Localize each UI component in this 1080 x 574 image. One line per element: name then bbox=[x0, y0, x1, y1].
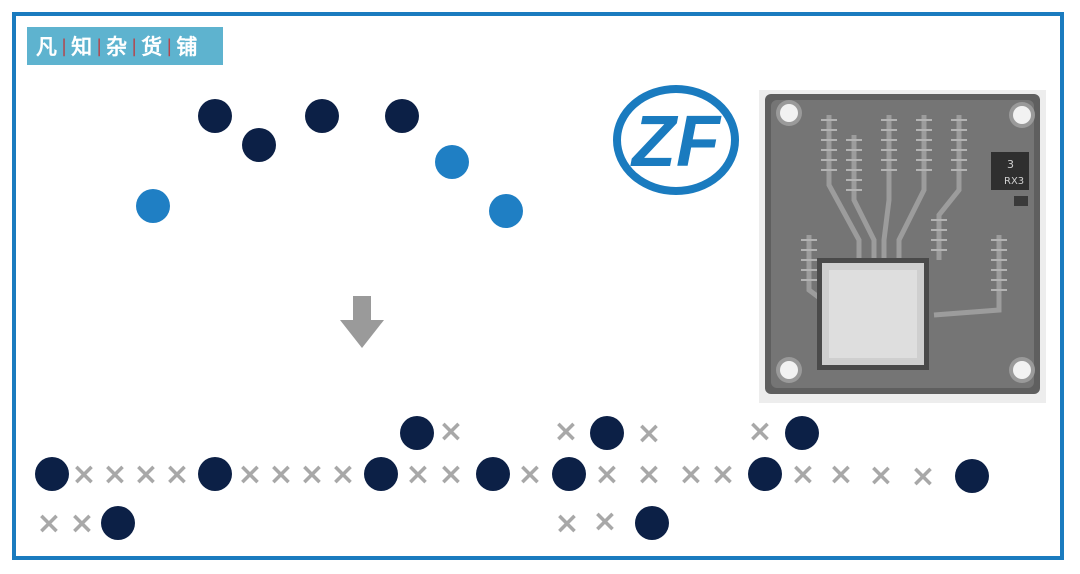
sparse-dot bbox=[364, 457, 398, 491]
empty-x-mark: × bbox=[710, 457, 736, 492]
array-dot bbox=[198, 99, 232, 133]
badge-char-3: 杂 bbox=[106, 35, 128, 59]
empty-x-mark: × bbox=[71, 457, 97, 492]
logo-text: ZF bbox=[630, 102, 722, 182]
empty-x-mark: × bbox=[36, 506, 62, 541]
sparse-dot bbox=[35, 457, 69, 491]
empty-x-mark: × bbox=[69, 506, 95, 541]
empty-x-mark: × bbox=[237, 457, 263, 492]
empty-x-mark: × bbox=[102, 457, 128, 492]
sparse-dot bbox=[101, 506, 135, 540]
empty-x-mark: × bbox=[268, 457, 294, 492]
array-dot bbox=[305, 99, 339, 133]
empty-x-mark: × bbox=[517, 457, 543, 492]
badge-char-2: 知 bbox=[71, 35, 93, 59]
empty-x-mark: × bbox=[828, 457, 854, 492]
zf-logo: ZF bbox=[613, 85, 739, 195]
empty-x-mark: × bbox=[678, 457, 704, 492]
empty-x-mark: × bbox=[405, 457, 431, 492]
array-dot bbox=[242, 128, 276, 162]
sparse-dot bbox=[476, 457, 510, 491]
empty-x-mark: × bbox=[133, 457, 159, 492]
brand-badge: 凡| 知| 杂| 货| 铺 bbox=[27, 27, 223, 65]
empty-x-mark: × bbox=[553, 414, 579, 449]
empty-x-mark: × bbox=[636, 457, 662, 492]
sparse-dot bbox=[635, 506, 669, 540]
sparse-dot bbox=[590, 416, 624, 450]
sparse-dot bbox=[785, 416, 819, 450]
radar-board-photo: 3 RX3 bbox=[759, 90, 1046, 403]
empty-x-mark: × bbox=[438, 414, 464, 449]
empty-x-mark: × bbox=[299, 457, 325, 492]
down-arrow-icon bbox=[340, 296, 384, 348]
border-frame bbox=[12, 12, 1064, 560]
empty-x-mark: × bbox=[594, 457, 620, 492]
photo-label-1: 3 bbox=[1007, 158, 1014, 171]
empty-x-mark: × bbox=[747, 414, 773, 449]
empty-x-mark: × bbox=[164, 457, 190, 492]
empty-x-mark: × bbox=[636, 416, 662, 451]
sparse-dot bbox=[955, 459, 989, 493]
empty-x-mark: × bbox=[868, 458, 894, 493]
empty-x-mark: × bbox=[554, 506, 580, 541]
empty-x-mark: × bbox=[910, 459, 936, 494]
badge-char-4: 货 bbox=[141, 35, 163, 59]
empty-x-mark: × bbox=[330, 457, 356, 492]
sparse-dot bbox=[198, 457, 232, 491]
sparse-dot bbox=[748, 457, 782, 491]
array-dot bbox=[435, 145, 469, 179]
badge-char-5: 铺 bbox=[176, 35, 198, 59]
sparse-dot bbox=[400, 416, 434, 450]
empty-x-mark: × bbox=[790, 457, 816, 492]
sparse-dot bbox=[552, 457, 586, 491]
photo-label-2: RX3 bbox=[1004, 176, 1024, 187]
badge-char-1: 凡 bbox=[36, 35, 57, 59]
array-dot bbox=[385, 99, 419, 133]
array-dot bbox=[136, 189, 170, 223]
array-dot bbox=[489, 194, 523, 228]
empty-x-mark: × bbox=[438, 457, 464, 492]
empty-x-mark: × bbox=[592, 504, 618, 539]
